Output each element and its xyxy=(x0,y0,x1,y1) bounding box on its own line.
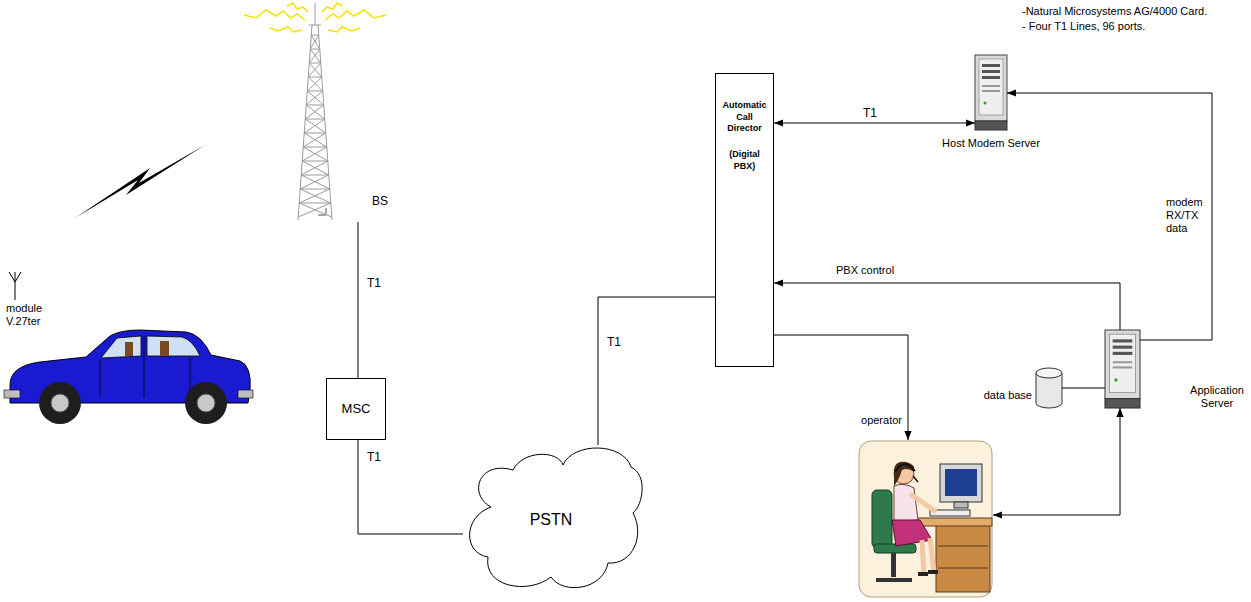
connector xyxy=(1062,388,1105,389)
connector-label: PBX control xyxy=(835,264,895,277)
server-node: Host Modem Server xyxy=(975,55,1007,130)
node-label: PSTN xyxy=(530,510,573,529)
connector xyxy=(993,408,1120,515)
note-text: -Natural Microsystems AG/4000 Card. xyxy=(1022,5,1207,18)
cloud-outline xyxy=(470,448,643,588)
connector xyxy=(358,222,359,378)
connector xyxy=(598,297,715,445)
node-label: MSC xyxy=(342,401,371,417)
server-icon xyxy=(1105,330,1140,408)
node-label: Application Server xyxy=(1187,384,1247,410)
connector xyxy=(358,440,463,534)
antenna-symbol xyxy=(9,272,21,300)
connector xyxy=(774,123,975,124)
node-label: Automatic Call Director xyxy=(719,100,770,135)
network-cloud: PSTN xyxy=(463,445,639,595)
node-label: Host Modem Server xyxy=(938,137,1044,150)
node-label: (Digital PBX) xyxy=(719,149,770,172)
database-cylinder xyxy=(1036,368,1062,408)
connector xyxy=(774,335,908,440)
switch-box: MSC xyxy=(326,378,386,440)
radio-sparks xyxy=(244,3,386,32)
operator-illustration xyxy=(859,441,992,597)
pbx-box: Automatic Call Director (Digital PBX) xyxy=(715,73,774,367)
note-text: - Four T1 Lines, 96 ports. xyxy=(1022,20,1145,33)
connector xyxy=(1007,93,1212,340)
antenna-tower xyxy=(298,3,332,220)
module-label: module V.27ter xyxy=(6,302,58,328)
node-label: operator xyxy=(848,414,902,427)
connector xyxy=(774,283,1120,330)
database-node: data base xyxy=(1036,368,1062,408)
radio-link-bolt xyxy=(75,145,205,218)
node-label: BS xyxy=(372,194,402,208)
server-icon xyxy=(975,55,1007,130)
tower-node: BS xyxy=(268,0,360,222)
operator-node: operator xyxy=(858,440,993,598)
connector-label: T1 xyxy=(862,106,878,120)
server-node: Application Server xyxy=(1105,330,1140,408)
connector-label: T1 xyxy=(606,335,622,349)
connector-label: T1 xyxy=(366,276,382,290)
connector-label: T1 xyxy=(366,450,382,464)
connector-label: modem RX/TX data xyxy=(1165,196,1209,236)
car-illustration xyxy=(4,330,253,424)
node-label: data base xyxy=(976,389,1032,402)
